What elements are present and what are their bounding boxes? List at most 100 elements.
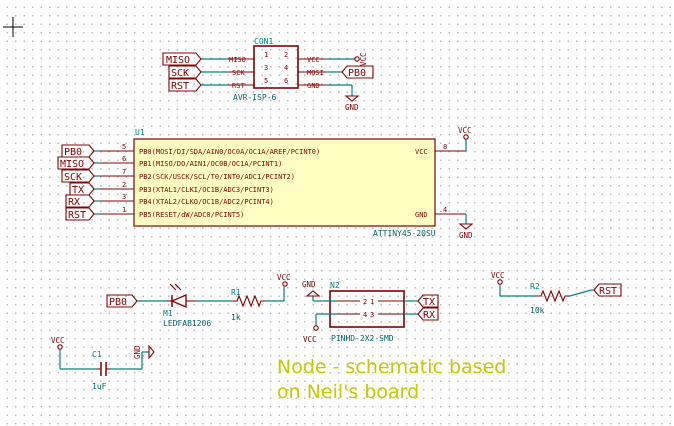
con1-value: AVR-ISP-6 <box>233 93 277 102</box>
u1-pin-number: 5 <box>122 143 126 151</box>
con1-pin-name: MISO <box>229 56 246 64</box>
u1-pin-number: 2 <box>122 181 126 189</box>
net-label-rst[interactable] <box>168 78 202 92</box>
con1-connector[interactable]: CON1 1 2 3 4 5 6 MISO SCK RST VCC MOSI G… <box>228 37 325 102</box>
ground-icon <box>148 344 155 360</box>
u1-pin-name: PB2(SCK/USCK/SCL/T0/INT0/ADC1/PCINT2) <box>139 173 295 181</box>
net-label-miso[interactable] <box>57 156 95 170</box>
net-label-sck[interactable] <box>61 169 95 183</box>
ground-icon <box>305 290 321 297</box>
net-label-pb0[interactable] <box>61 144 95 158</box>
n2-pin-number: 3 <box>370 311 374 319</box>
con1-pin-number: 1 <box>264 51 268 59</box>
con1-net-labels-left[interactable]: MISO SCK RST <box>162 52 228 92</box>
gnd-text: GND <box>302 280 316 289</box>
u1-value: ATTINY45-20SU <box>373 229 436 238</box>
vcc-flag-icon <box>354 56 360 62</box>
con1-reference: CON1 <box>254 37 273 46</box>
crosshair-cursor-icon <box>3 17 23 37</box>
net-label-miso[interactable] <box>162 52 202 66</box>
u1-microcontroller[interactable]: U1 5 6 7 2 3 1 PB0(MOSI/DI/SDA/AIN0/OC0A… <box>100 128 466 238</box>
n2-pin-number: 4 <box>363 311 367 319</box>
con1-pin-number: 6 <box>284 77 288 85</box>
con1-pin-number: 2 <box>284 51 288 59</box>
u1-power-symbols[interactable]: VCC GND <box>458 126 474 240</box>
u1-pin-number: 7 <box>122 168 126 176</box>
u1-pin-number: 3 <box>122 193 126 201</box>
ground-icon <box>344 95 360 102</box>
vcc-flag-icon <box>497 279 503 285</box>
n2-value: PINHD-2X2-SMD <box>331 334 394 343</box>
led-reference: M1 <box>163 309 173 318</box>
con1-pin-name: RST <box>232 82 245 90</box>
u1-pin-number: 8 <box>443 143 447 151</box>
net-label-text: RST <box>599 286 617 297</box>
vcc-flag-icon <box>282 281 288 287</box>
net-label-text: PB0 <box>64 147 82 158</box>
u1-pin-name: PB5(RESET/dW/ADC0/PCINT5) <box>139 211 244 219</box>
net-label-pb0[interactable] <box>106 294 138 308</box>
u1-net-labels[interactable]: PB0 MISO SCK TX RX RST <box>57 144 100 221</box>
vcc-flag-icon <box>57 344 63 350</box>
note-line-1: Node - schematic based <box>277 356 506 378</box>
u1-pin-name: PB3(XTAL1/CLKI/OC1B/ADC3/PCINT3) <box>139 186 274 194</box>
net-label-tx[interactable] <box>69 182 95 196</box>
n2-body <box>329 290 405 328</box>
led-value: LEDFAB1206 <box>163 319 211 328</box>
u1-pin-name: VCC <box>415 148 428 156</box>
net-label-rx[interactable] <box>65 194 95 208</box>
net-label-text: TX <box>423 297 435 308</box>
vcc-text: VCC <box>277 273 291 282</box>
net-label-text: RST <box>171 81 189 92</box>
con1-net-right[interactable]: VCC PB0 GND <box>325 52 374 112</box>
net-label-text: SCK <box>171 68 189 79</box>
net-label-text: SCK <box>64 172 82 183</box>
schematic-note: Node - schematic based on Neil's board <box>277 356 506 403</box>
n2-pin-number: 1 <box>370 298 374 306</box>
net-label-text: PB0 <box>109 297 127 308</box>
r2-value: 10k <box>530 306 545 315</box>
net-label-pb0[interactable] <box>341 65 374 79</box>
net-label-sck[interactable] <box>168 65 202 79</box>
n2-header[interactable]: N2 2 4 1 3 PINHD-2X2-SMD GND VCC TX RX <box>302 280 439 344</box>
vcc-text: VCC <box>51 336 65 345</box>
r2-reference: R2 <box>530 282 540 291</box>
net-label-rst[interactable] <box>593 283 622 297</box>
note-line-2: on Neil's board <box>277 381 419 403</box>
u1-pin-number: 1 <box>122 206 126 214</box>
u1-pin-number: 4 <box>443 206 447 214</box>
net-label-text: RST <box>68 210 86 221</box>
resistor-r1-icon <box>232 294 266 308</box>
net-label-text: PB0 <box>348 68 366 79</box>
capacitor-icon <box>97 362 110 376</box>
ground-icon <box>458 223 474 230</box>
r1-reference: R1 <box>231 288 241 297</box>
net-label-text: TX <box>72 185 84 196</box>
con1-pin-name: MOSI <box>307 69 324 77</box>
c1-decoupling-cap[interactable]: VCC C1 1uF GND <box>51 336 155 391</box>
u1-pin-name: PB1(MISO/DO/AIN1/OC0B/OC1A/PCINT1) <box>139 160 282 168</box>
vcc-text: VCC <box>491 271 505 280</box>
vcc-flag-icon <box>313 325 319 331</box>
con1-pin-name: VCC <box>307 56 320 64</box>
gnd-text: GND <box>345 103 359 112</box>
u1-pin-name: PB4(XTAL2/CLKO/OC1B/ADC2/PCINT4) <box>139 198 274 206</box>
con1-pin-name: GND <box>307 82 320 90</box>
vcc-text: VCC <box>458 126 472 135</box>
net-label-text: RX <box>423 310 435 321</box>
led-circuit[interactable]: PB0 M1 LEDFAB1206 R1 1k VCC <box>106 273 291 328</box>
net-label-tx[interactable] <box>417 294 439 308</box>
con1-pin-name: SCK <box>232 69 245 77</box>
net-label-rst[interactable] <box>65 207 95 221</box>
net-label-rx[interactable] <box>417 307 439 321</box>
con1-pin-number: 5 <box>264 77 268 85</box>
u1-pin-name: GND <box>415 211 428 219</box>
con1-pin-number: 3 <box>264 64 268 72</box>
gnd-rotated-text: GND <box>133 345 142 359</box>
net-label-text: MISO <box>60 159 84 170</box>
resistor-r2-icon <box>536 289 570 303</box>
r2-reset-pullup[interactable]: VCC R2 10k RST <box>491 271 622 315</box>
con1-body <box>253 45 299 89</box>
